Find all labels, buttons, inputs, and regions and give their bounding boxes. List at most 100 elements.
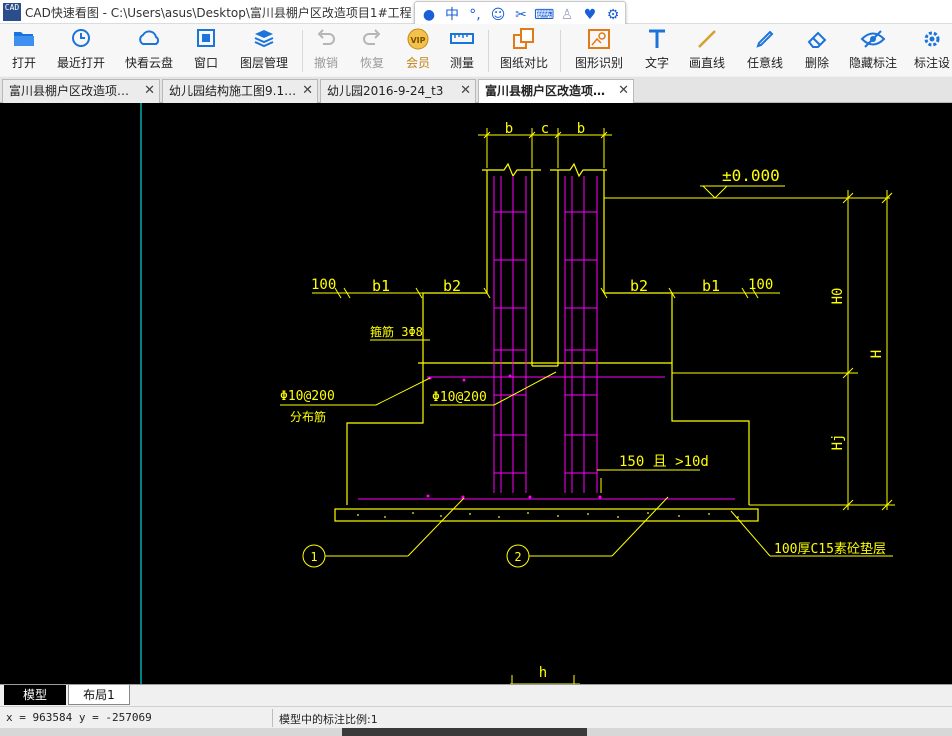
dimension-label: h (539, 665, 547, 681)
leader-line (597, 469, 700, 493)
recent-open-button[interactable]: 最近打开 (52, 28, 110, 74)
eye-off-icon (844, 28, 902, 52)
punctuation-icon[interactable]: °, (469, 7, 481, 23)
cursor-coordinates: x = 963584 y = -257069 (6, 711, 152, 724)
dimension-label: b1 (702, 277, 720, 295)
vip-button[interactable]: VIP 会员 (398, 28, 438, 74)
user-avatar-icon[interactable]: ● (422, 7, 436, 23)
redo-button[interactable]: 恢复 (352, 28, 392, 74)
svg-text:VIP: VIP (410, 36, 425, 45)
callout-number: 2 (514, 550, 521, 564)
annotation-settings-button[interactable]: 标注设 (912, 28, 952, 74)
dimension-label: b2 (443, 277, 461, 295)
toolbar-separator (560, 30, 561, 72)
dimension-label: H0 (830, 288, 846, 305)
document-tab-active[interactable]: 富川县棚户区改造项… ✕ (478, 79, 634, 104)
scissors-icon[interactable]: ✂ (515, 7, 527, 23)
document-tab[interactable]: 富川县棚户区改造项… ✕ (2, 79, 160, 103)
text-button[interactable]: 文字 (638, 28, 676, 74)
dimension-label: b (577, 121, 585, 137)
compare-drawing-button[interactable]: 图纸对比 (494, 28, 554, 74)
annotation-scale-text: 模型中的标注比例:1 (279, 713, 378, 726)
window-icon (186, 28, 226, 52)
ruler-icon (442, 28, 482, 52)
document-tab[interactable]: 幼儿园2016-9-24_t3 ✕ (320, 79, 476, 103)
shape-recognize-icon (568, 28, 630, 52)
hide-annotation-button[interactable]: 隐藏标注 (844, 28, 902, 74)
dimension-label: b1 (372, 277, 390, 295)
redo-icon (352, 28, 392, 52)
close-icon[interactable]: ✕ (618, 83, 629, 98)
dimension-bottom (510, 675, 580, 684)
tab-label: 富川县棚户区改造项… (485, 84, 606, 98)
delete-button[interactable]: 删除 (798, 28, 836, 74)
cloud-drive-button[interactable]: 快看云盘 (120, 28, 178, 74)
toolbar-separator (302, 30, 303, 72)
tab-label: 幼儿园结构施工图9.1… (169, 84, 297, 98)
chinese-mode-icon[interactable]: 中 (445, 7, 459, 23)
layer-manager-button[interactable]: 图层管理 (234, 28, 294, 74)
tab-model[interactable]: 模型 (4, 685, 66, 705)
layers-icon (234, 28, 294, 52)
dimension-label: 100 (311, 277, 336, 293)
tab-label: 幼儿园2016-9-24_t3 (327, 84, 444, 98)
account-icon[interactable]: ♙ (560, 7, 574, 23)
callout-number: 1 (310, 550, 317, 564)
status-bar: x = 963584 y = -257069 模型中的标注比例:1 (0, 706, 952, 728)
dimension-height-lines (672, 190, 895, 511)
toolbar-separator (488, 30, 489, 72)
ground-level-line (604, 185, 890, 199)
clock-icon (52, 28, 110, 52)
window-button[interactable]: 窗口 (186, 28, 226, 74)
close-icon[interactable]: ✕ (144, 83, 155, 98)
main-toolbar: 打开 最近打开 快看云盘 窗口 图层管理 撤销 恢复 (0, 24, 952, 76)
measure-button[interactable]: 测量 (442, 28, 482, 74)
dimension-label: c (541, 121, 549, 137)
rebar-sublabel: 分布筋 (290, 409, 326, 424)
app-logo-icon: CAD (3, 3, 21, 21)
window-title: CAD快速看图 - C:\Users\asus\Desktop\富川县棚户区改造… (25, 6, 412, 20)
rebar-dots (426, 374, 602, 499)
pen-icon (742, 28, 788, 52)
dimension-label: b2 (630, 277, 648, 295)
bedding-hatch (357, 512, 739, 518)
dimension-label: 100 (748, 277, 773, 293)
dimension-top (478, 128, 612, 168)
shape-recognize-button[interactable]: 图形识别 (568, 28, 630, 74)
keyboard-icon[interactable]: ⌨ (534, 7, 555, 23)
layout-tab-bar: 模型 布局1 (0, 684, 952, 706)
undo-icon (306, 28, 346, 52)
dimension-width-lines (312, 287, 780, 299)
drawing-canvas[interactable]: b c b ±0.000 (0, 103, 952, 684)
taskbar-strip (0, 728, 952, 736)
ime-toolbar: ● 中 °, ☺ ✂ ⌨ ♙ ♥ ⚙ (414, 1, 626, 28)
draw-line-button[interactable]: 画直线 (684, 28, 730, 74)
dimension-label: Hj (830, 434, 846, 451)
close-icon[interactable]: ✕ (460, 83, 471, 98)
rebar-label: Φ10@200 (432, 390, 487, 405)
open-button[interactable]: 打开 (2, 28, 46, 74)
bedding-note: 100厚C15素砼垫层 (774, 541, 886, 557)
vip-icon: VIP (398, 28, 438, 52)
close-icon[interactable]: ✕ (302, 83, 313, 98)
gear-icon (912, 28, 952, 52)
line-icon (684, 28, 730, 52)
folder-icon (2, 28, 46, 52)
taskbar-segment (342, 728, 587, 736)
anchor-note: 150 且 >10d (619, 454, 709, 470)
emoji-icon[interactable]: ☺ (490, 7, 506, 23)
skin-icon[interactable]: ♥ (583, 7, 597, 23)
document-tab-bar: 富川县棚户区改造项… ✕ 幼儿园结构施工图9.1… ✕ 幼儿园2016-9-24… (0, 77, 952, 104)
callout-leaders (302, 496, 893, 568)
rebar-label: Φ10@200 (280, 389, 335, 404)
cad-drawing: b c b ±0.000 (140, 103, 895, 684)
tab-label: 富川县棚户区改造项… (9, 84, 130, 98)
tab-layout1[interactable]: 布局1 (68, 685, 130, 705)
undo-button[interactable]: 撤销 (306, 28, 346, 74)
settings-icon[interactable]: ⚙ (606, 7, 620, 23)
cloud-icon (120, 28, 178, 52)
free-line-button[interactable]: 任意线 (742, 28, 788, 74)
document-tab[interactable]: 幼儿园结构施工图9.1… ✕ (162, 79, 318, 103)
elevation-label: ±0.000 (722, 166, 780, 185)
column-outline (482, 162, 607, 367)
